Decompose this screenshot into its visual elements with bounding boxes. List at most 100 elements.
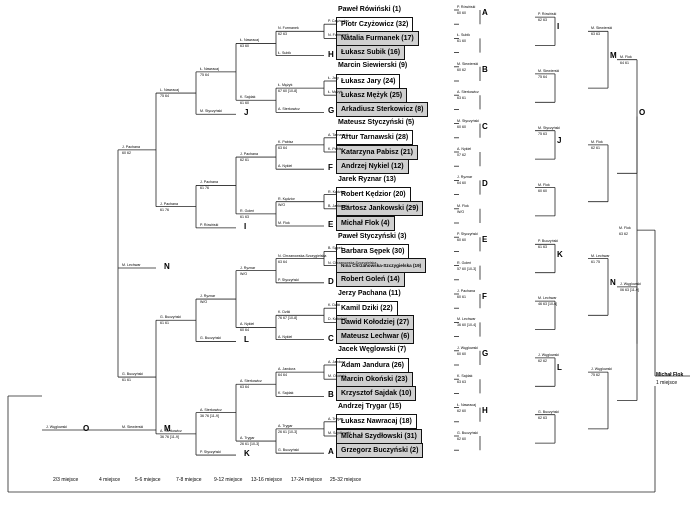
match-player: K. Dziki bbox=[328, 303, 341, 308]
match-winner: M. Siewierski bbox=[591, 26, 613, 31]
group-letter: I bbox=[557, 22, 560, 32]
group-letter: J bbox=[244, 108, 249, 118]
match-score: 67 60 [10-8] bbox=[278, 89, 298, 94]
match-score: 60 61 bbox=[457, 295, 466, 299]
seeded-player-name: Paweł Rówiński (1) bbox=[338, 5, 402, 13]
match-score: 75 62 bbox=[591, 373, 600, 378]
dropped-player: Ł. Subik bbox=[278, 50, 291, 55]
match-winner: G. Buczyński bbox=[160, 315, 181, 320]
match-winner: Ł. Nawracaj bbox=[457, 402, 476, 407]
match-winner: A. Sterkowicz bbox=[240, 379, 262, 384]
match-score: 75 63 bbox=[538, 131, 547, 136]
match-score: 63 64 bbox=[278, 259, 287, 264]
match-winner: A. Nykiel bbox=[457, 147, 472, 151]
place-label: 5-6 miejsce bbox=[135, 477, 161, 483]
match-score: 76 67 [10-8] bbox=[278, 316, 298, 321]
dropped-player: M. Styczyński bbox=[200, 109, 222, 114]
group-letter: K bbox=[557, 249, 563, 259]
player-box: Dawid Kołodziej (27) bbox=[336, 314, 415, 330]
match-winner: M. Lechwar bbox=[538, 296, 557, 301]
match-score: 60 64 bbox=[240, 328, 249, 333]
match-winner: G. Buczyński bbox=[538, 409, 559, 414]
match-score: W/O bbox=[240, 271, 248, 276]
seeded-player-name: Jarek Ryznar (13) bbox=[338, 175, 396, 183]
player-box: Adam Jandura (26) bbox=[336, 357, 410, 373]
group-letter: M bbox=[610, 50, 617, 60]
match-score: 63 64 bbox=[278, 145, 287, 150]
match-score: 64 64 bbox=[278, 373, 287, 378]
group-letter: O bbox=[83, 424, 90, 433]
player-box: Robert Kędzior (20) bbox=[336, 187, 411, 203]
group-letter: E bbox=[482, 235, 488, 245]
match-winner: J. Ryznar bbox=[457, 175, 473, 180]
seeded-player-name: Jerzy Pachana (11) bbox=[338, 289, 401, 297]
match-score: 36 76 [11-9] bbox=[160, 434, 179, 439]
match-winner: J. Węglowski bbox=[620, 281, 641, 286]
match-score: 60 60 bbox=[457, 238, 466, 243]
match-winner: Ł. Nawracaj bbox=[200, 66, 219, 71]
match-winner: A. Trygar bbox=[240, 436, 255, 441]
match-player: N. Furmanek bbox=[328, 33, 349, 38]
match-score: 75 64 bbox=[200, 72, 209, 77]
player-box: Mateusz Lechwar (6) bbox=[336, 329, 415, 345]
match-winner: J. Pachana bbox=[160, 201, 178, 206]
match-winner: M. Flok bbox=[457, 203, 469, 208]
match-score: 61 61 bbox=[160, 321, 169, 326]
match-score: W/O bbox=[200, 300, 208, 305]
match-score: 61 61 bbox=[122, 378, 131, 383]
dropped-player: M. Lechwar bbox=[122, 263, 141, 267]
match-winner: M. Siewierski bbox=[538, 68, 560, 73]
match-winner: R. Kędzior bbox=[278, 196, 295, 201]
match-score: 62 63 bbox=[278, 32, 287, 37]
match-score: 61 76 bbox=[200, 186, 209, 191]
match-score: 64 61 bbox=[620, 60, 629, 65]
match-score: 60 60 bbox=[538, 188, 547, 193]
dropped-player: M. Flok bbox=[278, 221, 290, 225]
match-winner: A. Sterkowicz bbox=[457, 90, 479, 95]
match-winner: K. Sajdak bbox=[457, 374, 473, 379]
group-letter: F bbox=[482, 292, 487, 302]
group-letter: K bbox=[244, 449, 250, 459]
match-winner: P. Styczyński bbox=[457, 232, 478, 237]
group-letter: C bbox=[328, 333, 334, 343]
match-winner: P. Rówiński bbox=[538, 12, 557, 17]
group-letter: L bbox=[244, 335, 249, 345]
dropped-player: G. Buczyński bbox=[278, 448, 299, 453]
match-winner: P. Rówiński bbox=[457, 5, 476, 9]
match-winner: J. Węglowski bbox=[538, 352, 559, 357]
match-score: W/O bbox=[457, 209, 465, 214]
match-winner: J. Pachana bbox=[240, 152, 258, 157]
match-winner: A. Sterkowicz bbox=[160, 428, 182, 433]
match-player: M. Okoński bbox=[328, 374, 346, 379]
match-score: 62 63 bbox=[538, 18, 547, 23]
match-player: K. Pabisz bbox=[328, 147, 344, 151]
match-winner: J. Ryznar bbox=[200, 294, 216, 299]
group-letter: N bbox=[164, 262, 170, 271]
match-score: 75 64 bbox=[538, 74, 547, 79]
match-winner: L. Nawracaj bbox=[160, 88, 179, 93]
match-player: B. Jankowski bbox=[328, 203, 349, 208]
player-box: Marcin Okoński (23) bbox=[336, 371, 413, 387]
match-winner: J. Pachana bbox=[200, 180, 218, 185]
group-letter: B bbox=[328, 390, 334, 400]
match-player: M. Szydłowski bbox=[328, 431, 351, 435]
match-score: W/O bbox=[278, 202, 286, 207]
match-winner: M. Styczyński bbox=[457, 118, 479, 123]
match-score: 46 63 [10-6] bbox=[538, 302, 558, 307]
seeded-player-name: Andrzej Trygar (15) bbox=[338, 403, 402, 411]
match-winner: R. Goleń bbox=[240, 208, 255, 213]
match-score: 06 63 [11-9] bbox=[620, 287, 639, 292]
match-score: 75 64 bbox=[160, 94, 169, 99]
match-winner: M. Lechwar bbox=[457, 317, 476, 322]
match-score: 62 61 bbox=[591, 145, 600, 150]
match-score: 63 63 bbox=[591, 32, 600, 37]
group-letter: G bbox=[482, 348, 489, 358]
match-winner: Ł. Nawracaj bbox=[240, 38, 259, 43]
match-score: 63 61 bbox=[457, 96, 466, 101]
match-score: 60 62 bbox=[122, 150, 131, 155]
match-winner: G. Buczyński bbox=[122, 372, 143, 377]
match-score: 64 60 bbox=[457, 181, 466, 186]
place-label: 4 miejsce bbox=[99, 477, 121, 483]
group-letter: N bbox=[610, 277, 616, 287]
